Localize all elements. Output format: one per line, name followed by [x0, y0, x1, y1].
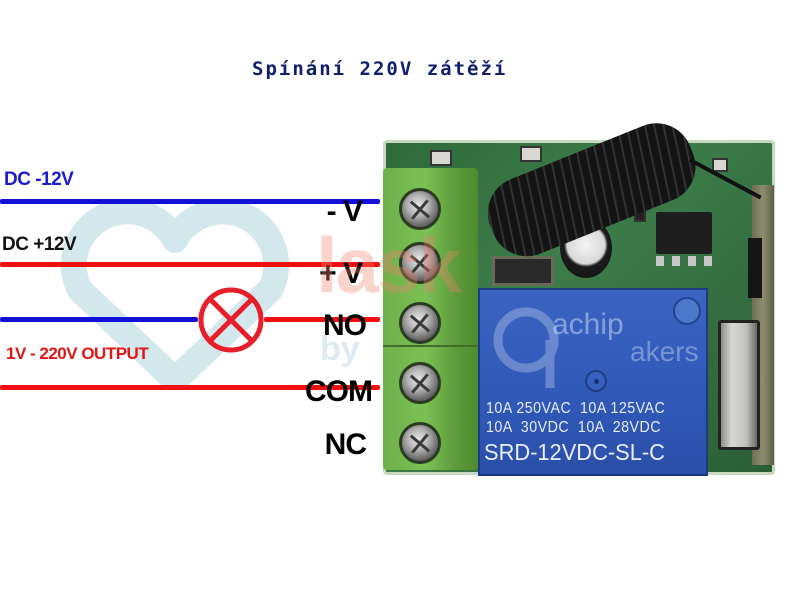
smd-component — [520, 146, 542, 162]
header-pins — [748, 238, 762, 298]
label-dc-positive: DC +12V — [2, 234, 77, 255]
wire-load-in — [0, 317, 198, 322]
label-dc-negative: DC -12V — [4, 169, 74, 190]
terminal-divider — [383, 345, 478, 347]
label-output: 1V - 220V OUTPUT — [6, 344, 149, 363]
screw-terminal-negative — [399, 188, 441, 230]
diode — [492, 256, 554, 286]
wire-dc-negative — [0, 199, 380, 204]
makers-watermark: akers — [630, 336, 699, 367]
achip-watermark: achip — [552, 308, 624, 341]
terminal-label-negative: - V — [326, 195, 363, 228]
smd-component — [712, 158, 728, 172]
ic-pins — [656, 256, 712, 266]
wire-dc-positive — [0, 262, 380, 267]
laska-watermark: lask — [316, 221, 462, 309]
relay-dot — [585, 370, 607, 392]
screw-terminal-positive — [399, 242, 441, 284]
terminal-label-positive: + V — [319, 257, 363, 290]
diagram-title: Spínání 220V zátěží — [252, 58, 508, 80]
relay-rating-line-1: 10A 250VAC 10A 125VAC — [486, 400, 666, 417]
wire-lamp-to-no — [264, 317, 380, 322]
crystal-oscillator — [718, 320, 760, 450]
relay-model: SRD-12VDC-SL-C — [484, 439, 665, 465]
screw-terminal-com — [399, 362, 441, 404]
screw-terminal-no — [399, 302, 441, 344]
heart-watermark-icon — [60, 200, 290, 390]
terminal-label-nc: NC — [324, 428, 367, 461]
terminal-label-no: NO — [323, 309, 367, 342]
q-logo-watermark-icon — [493, 307, 559, 388]
ic-chip — [656, 212, 712, 254]
terminal-label-com: COM — [305, 375, 373, 408]
relay-mark — [673, 297, 701, 325]
smd-component — [430, 150, 452, 166]
relay-rating-line-2: 10A 30VDC 10A 28VDC — [486, 419, 662, 436]
lamp-icon — [198, 287, 264, 353]
screw-terminal-nc — [399, 422, 441, 464]
wire-com — [0, 385, 380, 390]
by-watermark: by — [320, 330, 360, 368]
